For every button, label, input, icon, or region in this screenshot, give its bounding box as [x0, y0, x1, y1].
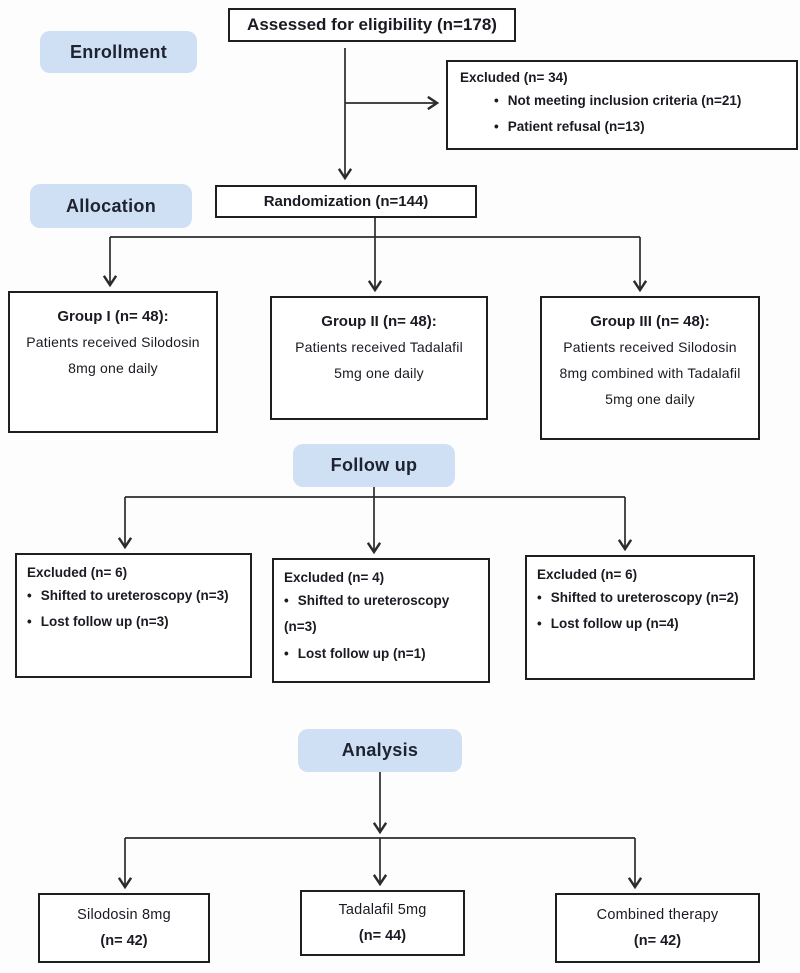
- analysis-group-1-box: Silodosin 8mg (n= 42): [38, 893, 210, 963]
- analysis-group-1-name: Silodosin 8mg: [77, 906, 171, 923]
- randomization-label: Randomization (n=144): [263, 193, 429, 210]
- excluded-enrollment-item: Not meeting inclusion criteria (n=21): [494, 88, 784, 114]
- followup-excluded-1-box: Excluded (n= 6) Shifted to ureteroscopy …: [15, 553, 252, 678]
- followup-excluded-item: Shifted to ureteroscopy (n=3): [27, 583, 242, 609]
- analysis-group-1-n: (n= 42): [100, 933, 148, 949]
- analysis-group-2-name: Tadalafil 5mg: [338, 901, 427, 918]
- followup-excluded-2-box: Excluded (n= 4) Shifted to ureteroscopy …: [272, 558, 490, 683]
- excluded-enrollment-item: Patient refusal (n=13): [494, 114, 784, 140]
- analysis-group-3-n: (n= 42): [633, 933, 682, 949]
- followup-excluded-item: Lost follow up (n=4): [537, 611, 745, 637]
- group-3-body: Patients received Silodosin 8mg combined…: [559, 339, 741, 407]
- excluded-enrollment-title: Excluded (n= 34): [460, 70, 568, 85]
- followup-excluded-1-title: Excluded (n= 6): [27, 565, 128, 580]
- group-2-body: Patients received Tadalafil 5mg one dail…: [295, 339, 463, 381]
- analysis-label: Analysis: [341, 740, 419, 760]
- followup-excluded-2-list: Shifted to ureteroscopy (n=3) Lost follo…: [284, 588, 480, 667]
- group-3-title: Group III (n= 48):: [590, 313, 710, 330]
- followup-excluded-3-box: Excluded (n= 6) Shifted to ureteroscopy …: [525, 555, 755, 680]
- randomization-box: Randomization (n=144): [215, 185, 477, 218]
- followup-excluded-item: Lost follow up (n=1): [284, 641, 480, 667]
- stage-label-analysis: Analysis: [298, 729, 462, 772]
- stage-label-enrollment: Enrollment: [40, 31, 197, 73]
- follow-up-label: Follow up: [330, 455, 418, 475]
- followup-excluded-item: Lost follow up (n=3): [27, 609, 242, 635]
- analysis-group-3-name: Combined therapy: [596, 906, 719, 923]
- group-2-title: Group II (n= 48):: [321, 313, 437, 330]
- analysis-group-2-n: (n= 44): [358, 928, 407, 944]
- analysis-group-3-box: Combined therapy (n= 42): [555, 893, 760, 963]
- enrollment-label: Enrollment: [69, 41, 167, 62]
- group-1-body: Patients received Silodosin 8mg one dail…: [26, 334, 200, 376]
- stage-label-allocation: Allocation: [30, 184, 192, 228]
- group-3-box: Group III (n= 48): Patients received Sil…: [540, 296, 760, 440]
- assessed-eligibility-box: Assessed for eligibility (n=178): [228, 8, 516, 42]
- excluded-enrollment-list: Not meeting inclusion criteria (n=21) Pa…: [460, 88, 784, 141]
- group-1-box: Group I (n= 48): Patients received Silod…: [8, 291, 218, 433]
- followup-excluded-3-list: Shifted to ureteroscopy (n=2) Lost follo…: [537, 585, 745, 638]
- followup-excluded-item: Shifted to ureteroscopy (n=2): [537, 585, 745, 611]
- allocation-label: Allocation: [65, 195, 156, 216]
- excluded-enrollment-box: Excluded (n= 34) Not meeting inclusion c…: [446, 60, 798, 150]
- stage-label-follow-up: Follow up: [293, 444, 455, 487]
- followup-excluded-2-title: Excluded (n= 4): [284, 570, 385, 585]
- analysis-group-2-box: Tadalafil 5mg (n= 44): [300, 890, 465, 956]
- followup-excluded-item: Shifted to ureteroscopy (n=3): [284, 588, 480, 641]
- followup-excluded-3-title: Excluded (n= 6): [537, 567, 638, 582]
- group-1-title: Group I (n= 48):: [57, 308, 169, 325]
- followup-excluded-1-list: Shifted to ureteroscopy (n=3) Lost follo…: [27, 583, 242, 636]
- assessed-eligibility-label: Assessed for eligibility (n=178): [247, 15, 497, 34]
- group-2-box: Group II (n= 48): Patients received Tada…: [270, 296, 488, 420]
